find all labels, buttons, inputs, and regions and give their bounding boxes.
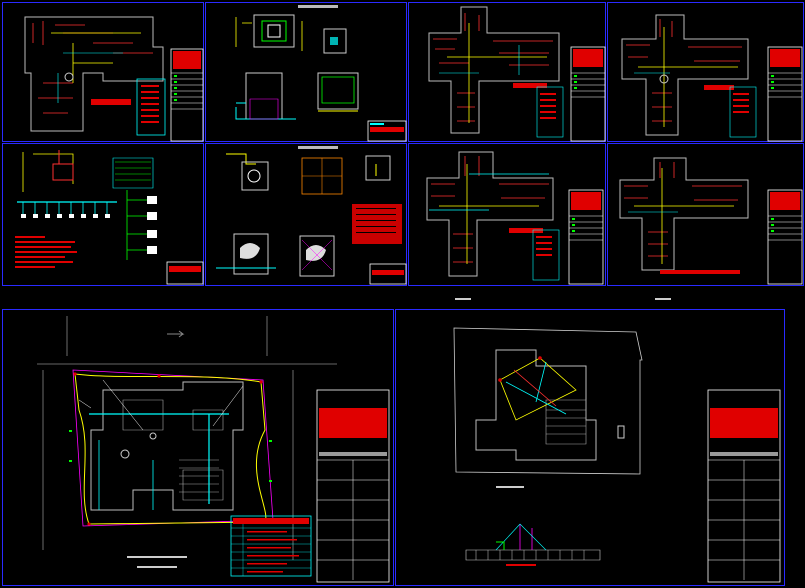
floorplan-1-drawing	[24, 16, 204, 142]
sheet-riser-diagram	[2, 143, 204, 286]
roof-title-block	[707, 389, 781, 583]
site-title-block	[316, 389, 390, 583]
sheet-details-1	[205, 2, 407, 142]
site-plan-drawing	[37, 316, 390, 583]
roof-plan-drawing	[453, 327, 781, 583]
sheet-site-plan	[2, 309, 394, 586]
plan-title-label	[91, 99, 131, 105]
scale-marks	[455, 298, 671, 300]
sheet-floorplan-1	[2, 2, 204, 142]
sheet-floorplan-3	[607, 2, 804, 142]
details-1-drawing	[235, 5, 407, 142]
floorplan-3-drawing	[621, 14, 803, 142]
details-2-drawing	[216, 146, 407, 285]
sheet-roof-plan	[395, 309, 785, 586]
legend-table	[230, 515, 312, 577]
floorplan-5-drawing	[619, 157, 803, 285]
riser-diagram-drawing	[15, 150, 204, 285]
floorplan-2-drawing	[428, 6, 606, 142]
title-block	[170, 48, 204, 142]
floorplan-4-drawing	[426, 151, 604, 285]
sheet-floorplan-4	[408, 143, 606, 286]
sheet-details-2	[205, 143, 407, 286]
sheet-floorplan-2	[408, 2, 606, 142]
sheet-floorplan-5	[607, 143, 804, 286]
